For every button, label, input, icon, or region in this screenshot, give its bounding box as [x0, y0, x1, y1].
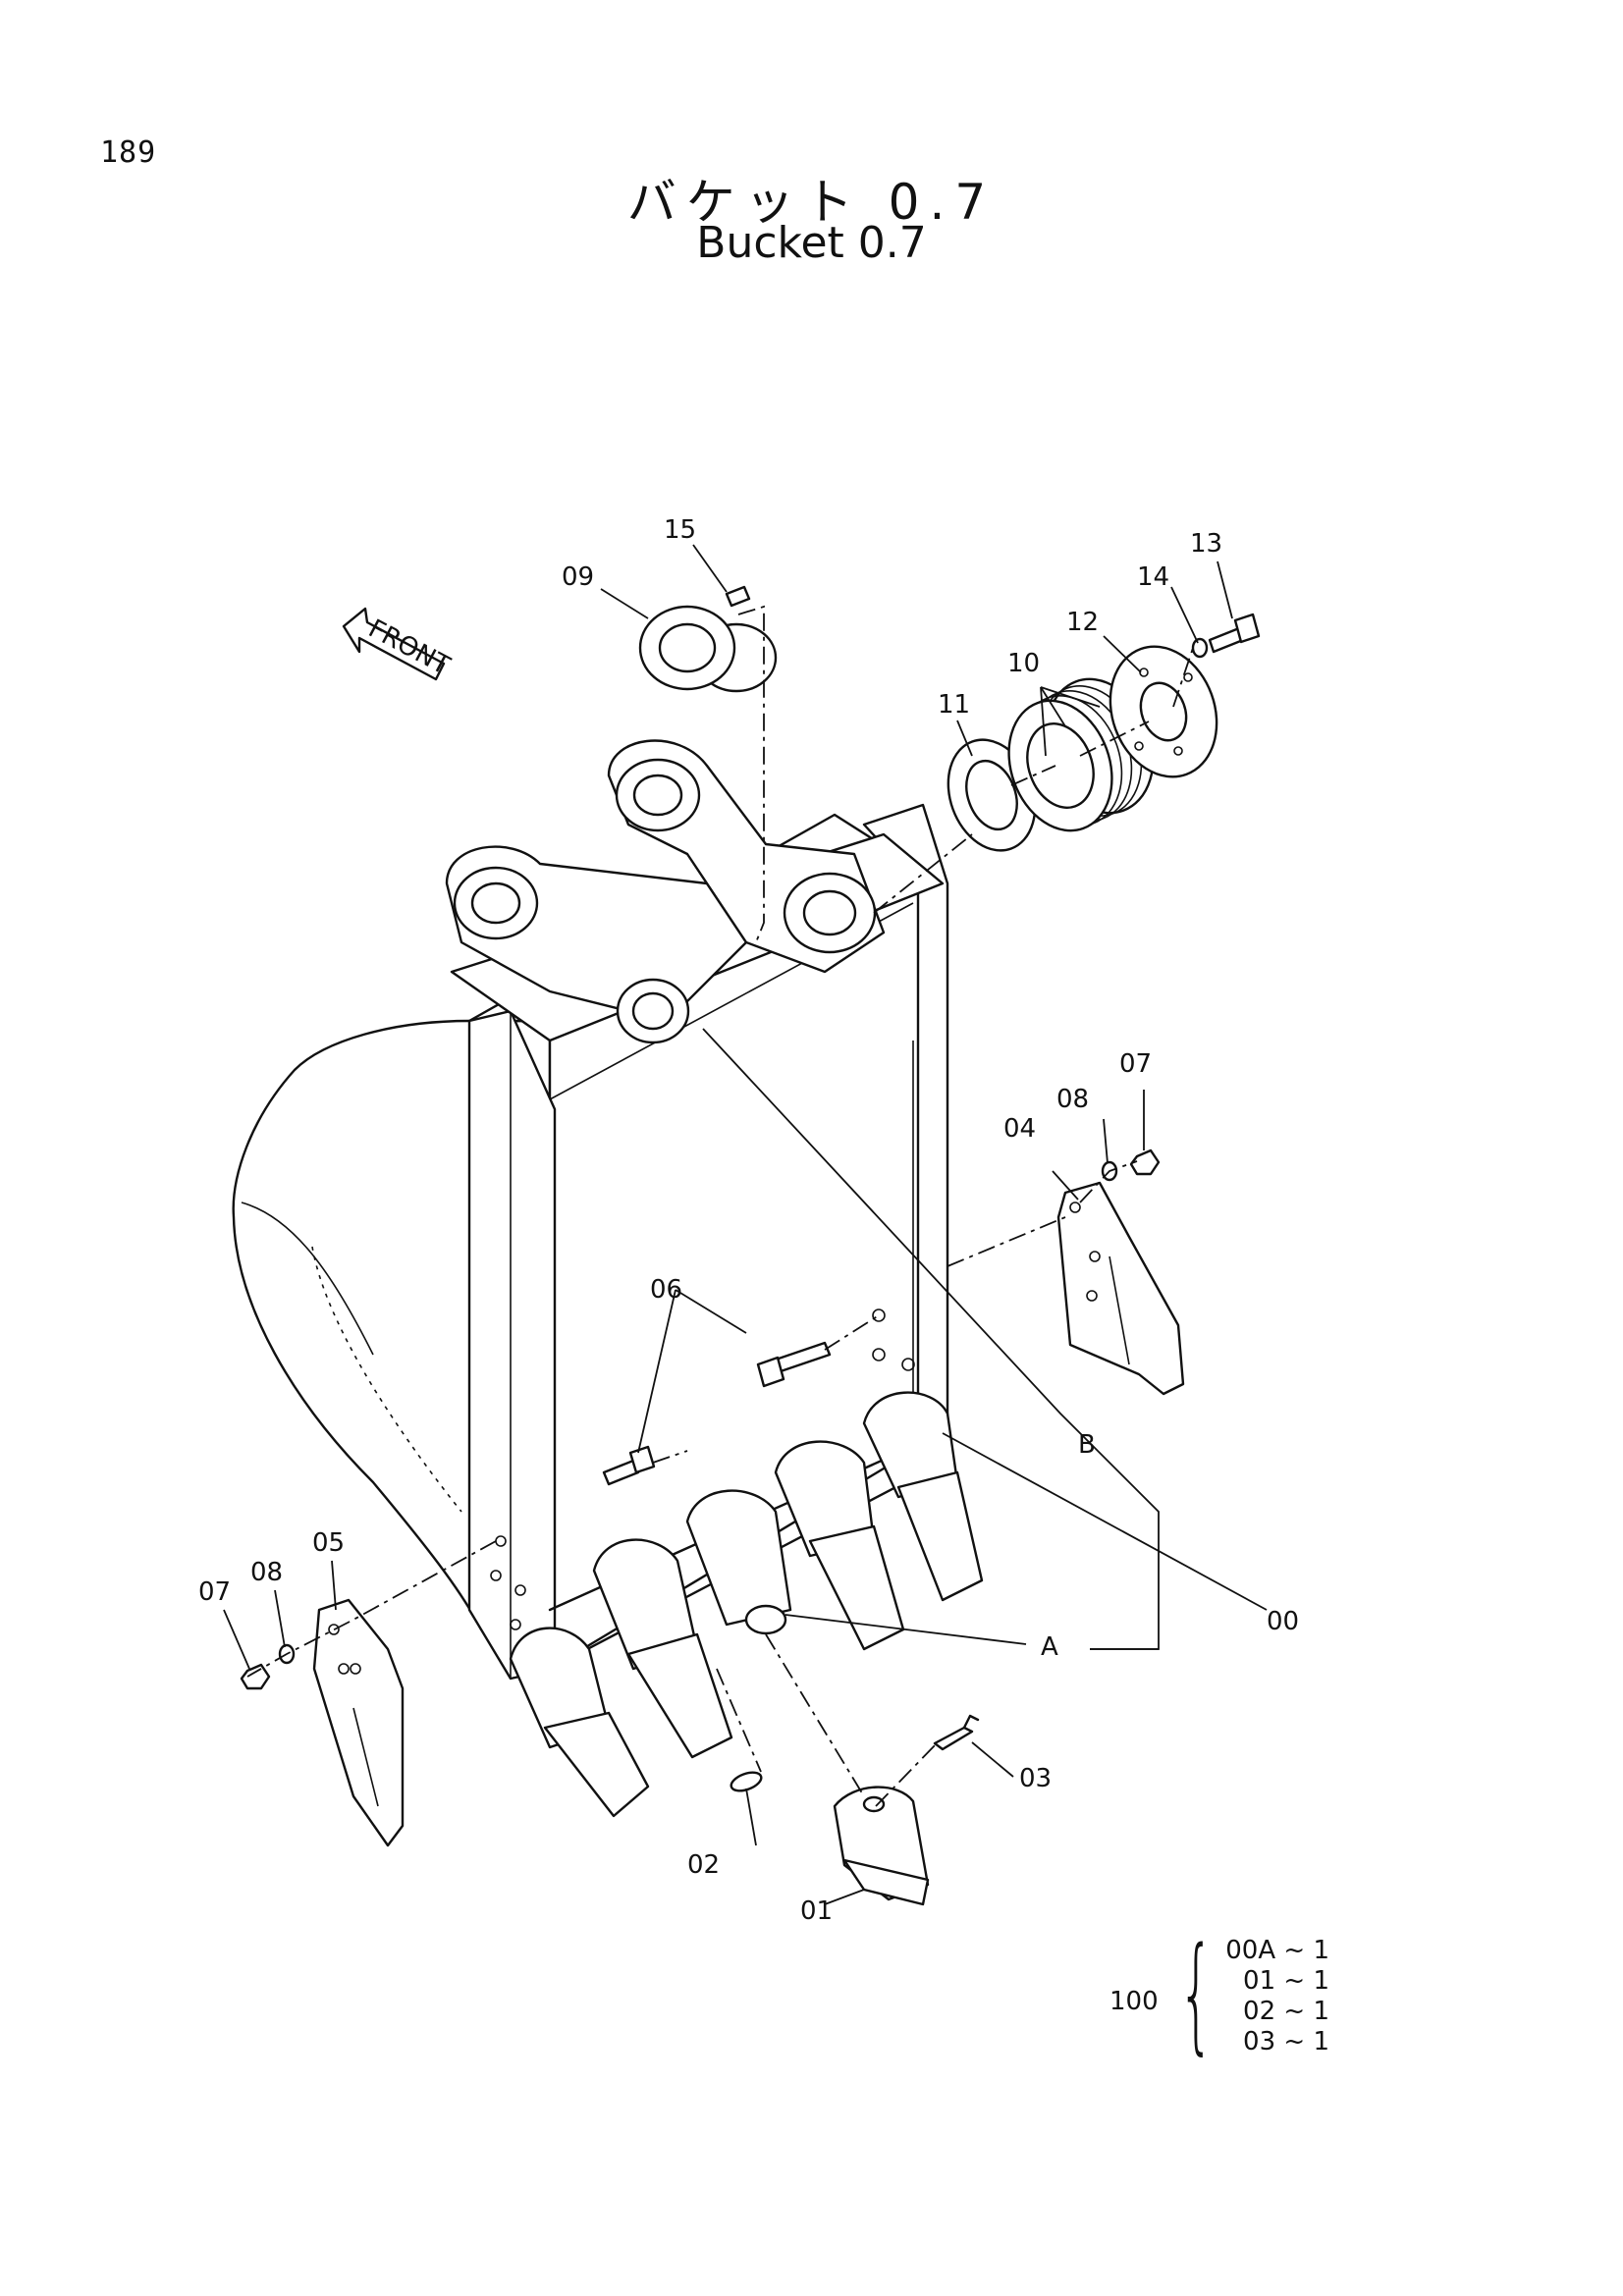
callout-09: 09: [562, 562, 594, 592]
part-09-cap: [638, 605, 778, 693]
part-07-nut-left: [240, 1663, 271, 1690]
tooth: [774, 1440, 905, 1651]
front-arrow-icon: FRONT: [342, 607, 455, 681]
part-10-shim-stack: [1007, 677, 1155, 832]
part-04-side-cutter: [1056, 1181, 1185, 1396]
part-12-plate: [1109, 645, 1218, 778]
tooth: [592, 1538, 733, 1759]
callout-05: 05: [312, 1528, 345, 1558]
part-02-lock-pin: [730, 1771, 763, 1792]
brace-icon: {: [1178, 1921, 1215, 2067]
part-15-pin: [725, 585, 751, 608]
callout-07-left: 07: [198, 1577, 231, 1607]
callout-A: A: [1041, 1632, 1058, 1662]
set-number: 100: [1109, 1987, 1159, 2016]
tooth: [509, 1627, 650, 1818]
callout-02: 02: [687, 1850, 720, 1880]
part-05-side-cutter: [312, 1598, 405, 1847]
quantity-rows: 00A ~ 1 01 ~ 1 02 ~ 1 03 ~ 1: [1208, 1936, 1329, 2057]
quantity-row: 02 ~ 1: [1243, 1997, 1329, 2026]
callout-01: 01: [800, 1896, 833, 1926]
callout-labels: 00 01 02 03 04 05 06 07 07 08 08 09 10 1…: [198, 515, 1299, 1926]
assembly-lines: [246, 605, 1194, 1807]
tooth: [685, 1489, 792, 1635]
callout-03: 03: [1019, 1764, 1052, 1793]
part-14-washer: [1191, 637, 1209, 659]
callout-08-left: 08: [250, 1558, 283, 1587]
part-03-lock: [933, 1714, 980, 1751]
part-06-bolt-upper: [756, 1341, 832, 1388]
tooth: [862, 1391, 984, 1602]
callout-12: 12: [1066, 608, 1099, 637]
callout-13: 13: [1190, 529, 1222, 559]
bucket-teeth: [509, 1391, 984, 1818]
part-01-tooth-point: [833, 1786, 930, 1906]
callout-10: 10: [1007, 649, 1040, 678]
page-number: 189: [100, 135, 157, 170]
quantity-row: 00A ~ 1: [1225, 1936, 1329, 1965]
callout-07-right: 07: [1119, 1049, 1152, 1079]
callout-04: 04: [1003, 1114, 1036, 1144]
leader-lines: [223, 544, 1268, 1905]
bucket-body: [232, 739, 949, 1681]
title-japanese: バケット 0.7: [626, 174, 997, 231]
callout-08-right: 08: [1056, 1085, 1089, 1114]
callout-06: 06: [650, 1275, 682, 1305]
callout-14: 14: [1137, 562, 1169, 592]
title-english: Bucket 0.7: [696, 218, 927, 268]
callout-00: 00: [1267, 1607, 1299, 1636]
quantity-row: 03 ~ 1: [1243, 2027, 1329, 2056]
callout-B: B: [1078, 1430, 1096, 1460]
part-07-nut-right: [1129, 1148, 1161, 1176]
part-06-bolt-lower: [602, 1445, 656, 1486]
callout-15: 15: [664, 515, 696, 545]
quantity-row: 01 ~ 1: [1243, 1966, 1329, 1996]
part-13-bolt: [1208, 613, 1261, 654]
callout-11: 11: [938, 690, 970, 720]
